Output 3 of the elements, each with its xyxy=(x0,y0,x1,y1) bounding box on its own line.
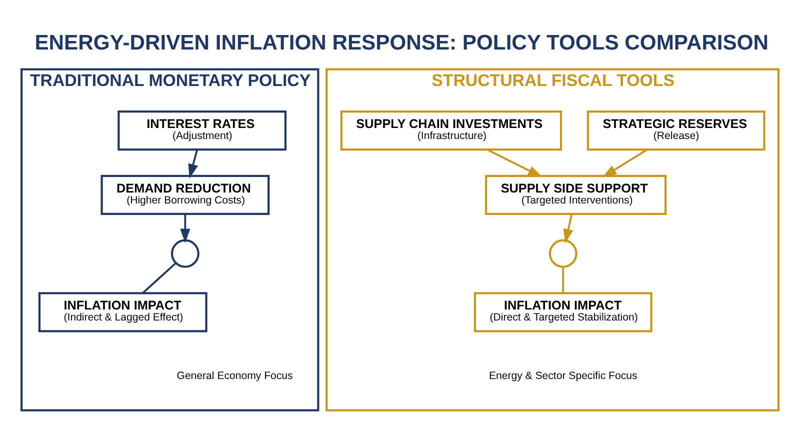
diagram-title: ENERGY-DRIVEN INFLATION RESPONSE: POLICY TOOLS COMPARISON xyxy=(34,30,769,54)
node-label: General Economy Focus xyxy=(176,370,293,382)
node-label: Energy & Sector Specific Focus xyxy=(488,370,638,382)
